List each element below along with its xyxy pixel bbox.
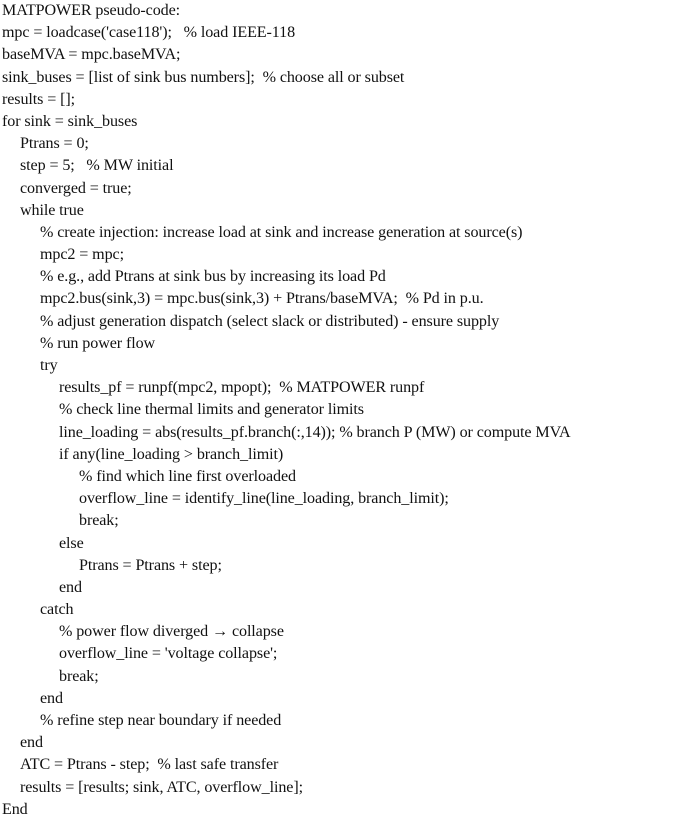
code-line: line_loading = abs(results_pf.branch(:,1…	[59, 423, 571, 441]
code-line: overflow_line = 'voltage collapse';	[59, 645, 278, 663]
code-line: % check line thermal limits and generato…	[59, 401, 364, 419]
code-line: % adjust generation dispatch (select sla…	[40, 312, 500, 330]
code-line: overflow_line = identify_line(line_loadi…	[79, 490, 449, 508]
code-line: Ptrans = Ptrans + step;	[79, 556, 222, 574]
code-line: end	[59, 578, 82, 596]
code-line: catch	[40, 601, 74, 619]
code-line: step = 5; % MW initial	[20, 157, 174, 175]
code-line: else	[59, 534, 84, 552]
code-line: MATPOWER pseudo-code:	[2, 2, 181, 19]
code-line: % refine step near boundary if needed	[40, 712, 282, 729]
code-line: for sink = sink_buses	[2, 112, 138, 130]
code-line: % power flow diverged → collapse	[59, 623, 284, 641]
code-line: try	[40, 357, 58, 374]
code-line: % find which line first overloaded	[79, 467, 296, 485]
code-line: Ptrans = 0;	[20, 135, 89, 153]
code-line: break;	[79, 512, 119, 530]
code-line: results_pf = runpf(mpc2, mpopt); % MATPO…	[59, 379, 425, 397]
code-line: % run power flow	[40, 334, 156, 352]
code-line: ATC = Ptrans - step; % last safe transfe…	[20, 756, 279, 774]
code-line: results = [results; sink, ATC, overflow_…	[20, 778, 303, 796]
code-line: % e.g., add Ptrans at sink bus by increa…	[40, 268, 386, 286]
code-line: % create injection: increase load at sin…	[40, 223, 523, 241]
code-line: mpc2 = mpc;	[40, 246, 124, 264]
code-line: converged = true;	[20, 179, 132, 197]
code-line: sink_buses = [list of sink bus numbers];…	[2, 68, 405, 86]
code-line: if any(line_loading > branch_limit)	[59, 445, 284, 463]
code-line: end	[20, 734, 43, 752]
code-line: mpc2.bus(sink,3) = mpc.bus(sink,3) + Ptr…	[40, 290, 484, 308]
code-line: mpc = loadcase('case118'); % load IEEE-1…	[2, 24, 296, 42]
code-line: baseMVA = mpc.baseMVA;	[2, 46, 181, 64]
code-line: break;	[59, 667, 99, 685]
code-line: results = [];	[2, 90, 76, 108]
code-line: while true	[20, 201, 84, 219]
code-line: End	[2, 800, 28, 818]
code-line: end	[40, 689, 63, 707]
